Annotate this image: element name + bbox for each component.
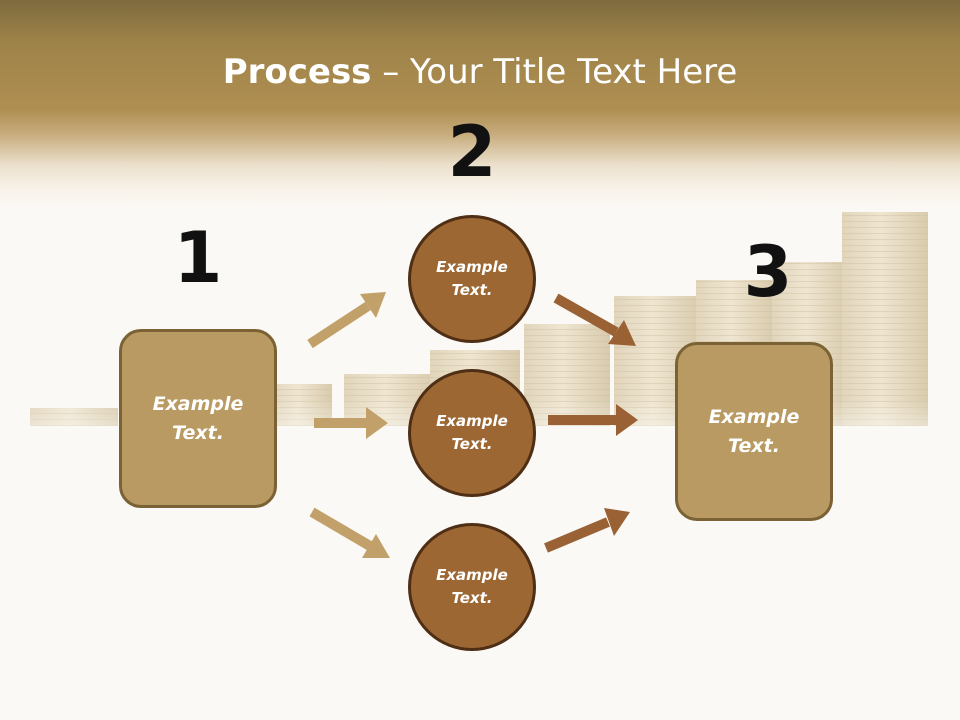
step-number-2: 2	[447, 111, 497, 193]
header-gradient-band	[0, 0, 960, 210]
arrow-head-down-right-dark	[608, 320, 636, 346]
arrow-down-right-dark	[553, 293, 619, 337]
arrow-head-right-light	[366, 407, 388, 439]
circle-middle: Example Text.	[408, 369, 536, 497]
title-strong: Process	[222, 52, 372, 92]
end-box: Example Text.	[675, 342, 833, 521]
arrow-head-right-dark	[616, 404, 638, 436]
arrow-head-up-right-light	[360, 292, 386, 318]
step-number-1: 1	[173, 217, 223, 299]
circle-top: Example Text.	[408, 215, 536, 343]
end-box-label: Example Text.	[708, 405, 800, 457]
slide-title: Process – Your Title Text Here	[0, 52, 960, 92]
start-box: Example Text.	[119, 329, 277, 508]
arrow-up-right-dark	[544, 517, 610, 553]
arrow-down-right-light	[309, 507, 373, 551]
step-number-3: 3	[743, 231, 793, 313]
circle-top-label: Example Text.	[436, 258, 508, 299]
arrow-up-right-light	[307, 301, 371, 349]
arrow-head-down-right-light	[362, 534, 390, 558]
start-box-label: Example Text.	[152, 392, 244, 444]
arrow-head-up-right-dark	[604, 508, 630, 536]
circle-bottom-label: Example Text.	[436, 566, 508, 607]
circle-bottom: Example Text.	[408, 523, 536, 651]
circle-middle-label: Example Text.	[436, 412, 508, 453]
title-rest: – Your Title Text Here	[371, 52, 738, 92]
